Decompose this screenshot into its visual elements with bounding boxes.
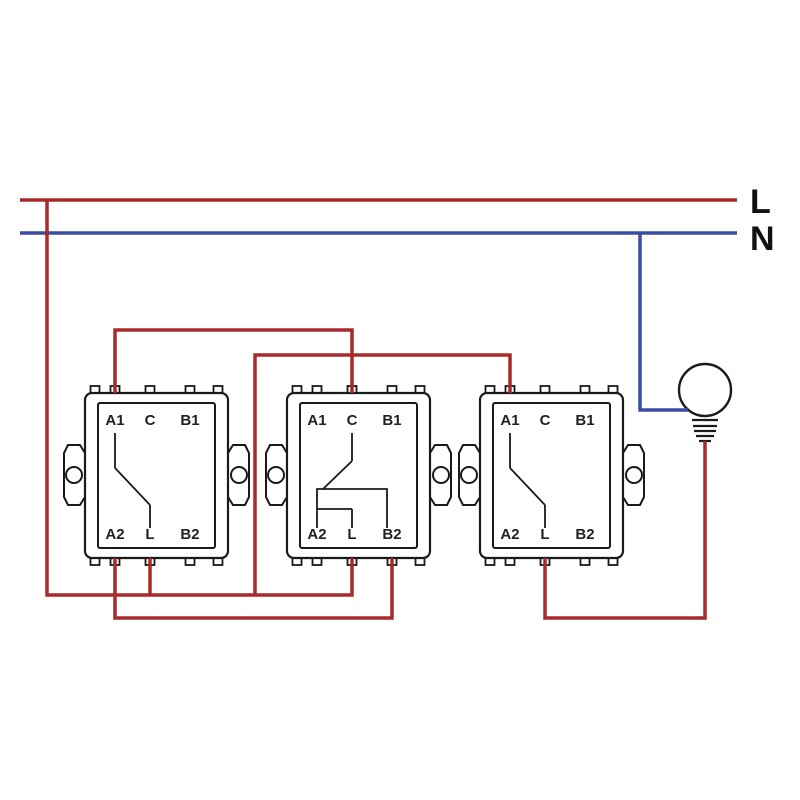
terminal-label-a2: A2 — [105, 526, 124, 543]
traveller-lower-wire — [113, 558, 394, 620]
terminal-label-c: C — [145, 412, 156, 429]
module-inner-frame — [492, 402, 611, 549]
intermediate-switch-symbol — [316, 433, 388, 528]
mounting-ear-left — [63, 444, 86, 506]
two-way-switch-symbol — [114, 433, 151, 528]
live-feed-wire — [45, 200, 354, 597]
terminal-label-b1: B1 — [180, 412, 199, 429]
terminal-label-a1: A1 — [307, 412, 326, 429]
screw-hole-icon — [460, 466, 478, 484]
terminal-label-l: L — [540, 526, 549, 543]
terminal-label-l: L — [145, 526, 154, 543]
screw-hole-icon — [432, 466, 450, 484]
mounting-ear-right — [622, 444, 645, 506]
terminal-label-a2: A2 — [500, 526, 519, 543]
screw-hole-icon — [267, 466, 285, 484]
terminal-label-b2: B2 — [382, 526, 401, 543]
terminal-label-b2: B2 — [575, 526, 594, 543]
traveller-mid-wire — [253, 353, 512, 595]
switch-module-3: A1 C B1 A2 L B2 — [458, 385, 645, 566]
terminal-label-a2: A2 — [307, 526, 326, 543]
module-body — [478, 391, 625, 560]
module-inner-frame — [97, 402, 216, 549]
screw-hole-icon — [65, 466, 83, 484]
lamp-neutral-wire — [638, 233, 688, 412]
lamp — [677, 362, 733, 443]
terminal-label-c: C — [347, 412, 358, 429]
terminal-label-a1: A1 — [500, 412, 519, 429]
module-body — [83, 391, 230, 560]
module-body — [285, 391, 432, 560]
two-way-switch-symbol — [509, 433, 546, 528]
mounting-ear-right — [429, 444, 452, 506]
terminal-label-c: C — [540, 412, 551, 429]
terminal-label-a1: A1 — [105, 412, 124, 429]
terminal-label-b2: B2 — [180, 526, 199, 543]
mounting-ear-left — [265, 444, 288, 506]
live-line-label: L — [750, 183, 771, 221]
traveller-upper-wire — [113, 328, 354, 393]
module-inner-frame — [299, 402, 418, 549]
switch-module-1: A1 C B1 A2 L B2 — [63, 385, 250, 566]
screw-hole-icon — [230, 466, 248, 484]
screw-hole-icon — [625, 466, 643, 484]
lamp-switched-live-wire — [543, 441, 707, 620]
mounting-ear-right — [227, 444, 250, 506]
terminal-label-b1: B1 — [382, 412, 401, 429]
switch-module-2: A1 C B1 A2 L B2 — [265, 385, 452, 566]
lamp-base — [692, 418, 718, 443]
terminal-label-b1: B1 — [575, 412, 594, 429]
neutral-line-label: N — [750, 220, 775, 258]
wires — [20, 198, 737, 620]
terminal-label-l: L — [347, 526, 356, 543]
mounting-ear-left — [458, 444, 481, 506]
light-bulb-icon — [677, 362, 733, 418]
